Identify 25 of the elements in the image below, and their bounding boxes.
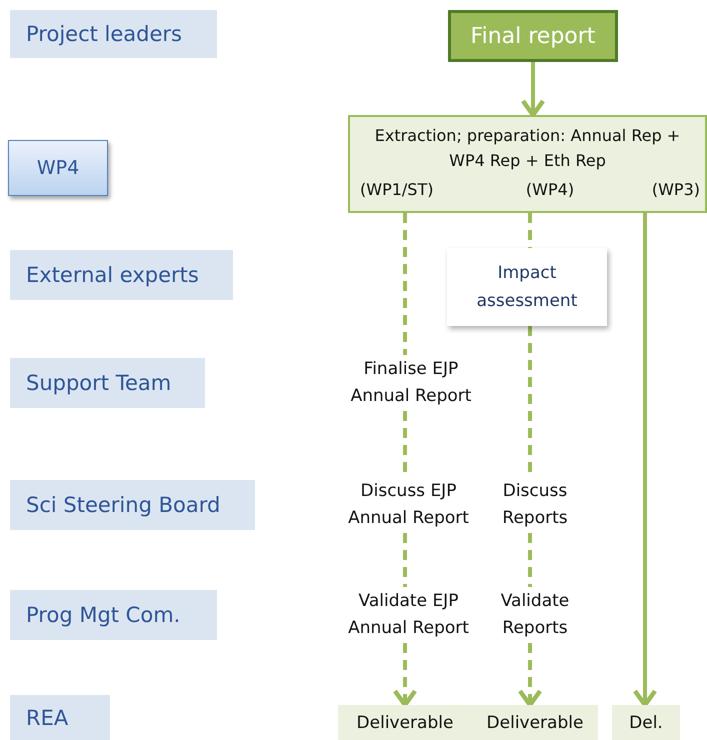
lane-label: Sci Steering Board — [10, 480, 255, 530]
lane-label: Support Team — [10, 358, 205, 408]
lane-label: REA — [10, 695, 110, 740]
deliverable-box: Deliverable — [338, 705, 472, 740]
arrow — [392, 643, 418, 708]
connector-line — [528, 213, 532, 248]
role-box: WP4 — [8, 140, 108, 196]
box-text: Extraction; preparation: Annual Rep + WP4 Rep + Eth Rep — [374, 125, 682, 172]
process-box — [348, 115, 707, 213]
process-box: Impact assessment — [447, 248, 607, 326]
deliverable-box: Del. — [612, 705, 680, 740]
arrow — [518, 643, 542, 708]
owner-label: (WP3) — [650, 179, 700, 201]
lane-label: Project leaders — [10, 10, 217, 58]
owner-label: (WP1/ST) — [360, 179, 434, 201]
owner-label: (WP4) — [524, 179, 576, 201]
deliverable-box: Deliverable — [472, 705, 598, 740]
connector-line — [403, 533, 407, 587]
lane-label: External experts — [10, 250, 233, 300]
arrow — [632, 213, 658, 708]
lane-label: Prog Mgt Com. — [10, 590, 217, 640]
connector-line — [403, 213, 407, 355]
process-box: Final report — [448, 10, 618, 62]
arrow — [520, 62, 546, 118]
connector-line — [528, 533, 532, 587]
